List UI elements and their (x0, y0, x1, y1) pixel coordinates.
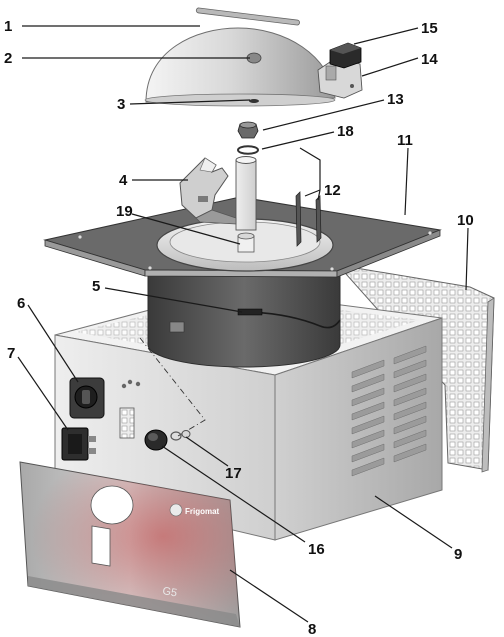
rotary-switch (69, 377, 105, 419)
callout-12: 12 (324, 182, 341, 199)
centre-bush (237, 232, 255, 253)
leader-lines (17, 25, 469, 623)
central-shaft (235, 156, 257, 231)
callout-1: 1 (4, 18, 12, 35)
o-ring (237, 145, 259, 155)
callout-11: 11 (397, 132, 413, 149)
agitator (179, 157, 237, 225)
callout-6: 6 (17, 295, 25, 312)
callout-labels: 1 2 3 4 5 6 7 8 9 10 11 12 13 14 15 16 1… (4, 18, 474, 637)
lid-rod (195, 7, 300, 26)
lid-hole (249, 99, 259, 103)
callout-9: 9 (454, 546, 462, 563)
callout-3: 3 (117, 96, 125, 113)
callout-10: 10 (457, 212, 474, 229)
callout-17: 17 (225, 465, 242, 482)
brand-logo: Frigomat (169, 503, 220, 517)
callout-18: 18 (337, 123, 354, 140)
model-label: G5 (161, 585, 178, 599)
callout-16: 16 (308, 541, 325, 558)
lid (144, 7, 336, 107)
rocker-switch (61, 427, 96, 461)
callout-8: 8 (308, 621, 316, 637)
callout-2: 2 (4, 50, 12, 67)
front-panel: Frigomat G5 (19, 461, 241, 628)
callout-7: 7 (7, 345, 15, 362)
lid-switch (329, 42, 362, 69)
knob-nut (237, 121, 259, 139)
callout-15: 15 (421, 20, 438, 37)
vent-slots (351, 345, 427, 477)
washer-nut (170, 430, 191, 441)
brand-name: Frigomat (185, 507, 220, 516)
callout-14: 14 (421, 51, 438, 68)
push-button (144, 429, 168, 451)
callout-19: 19 (116, 203, 133, 220)
scraper-blades (295, 191, 322, 247)
freezing-vat (147, 264, 341, 368)
callout-5: 5 (92, 278, 100, 295)
rear-mesh-panel (336, 264, 495, 473)
callout-4: 4 (119, 172, 128, 189)
callout-13: 13 (387, 91, 404, 108)
